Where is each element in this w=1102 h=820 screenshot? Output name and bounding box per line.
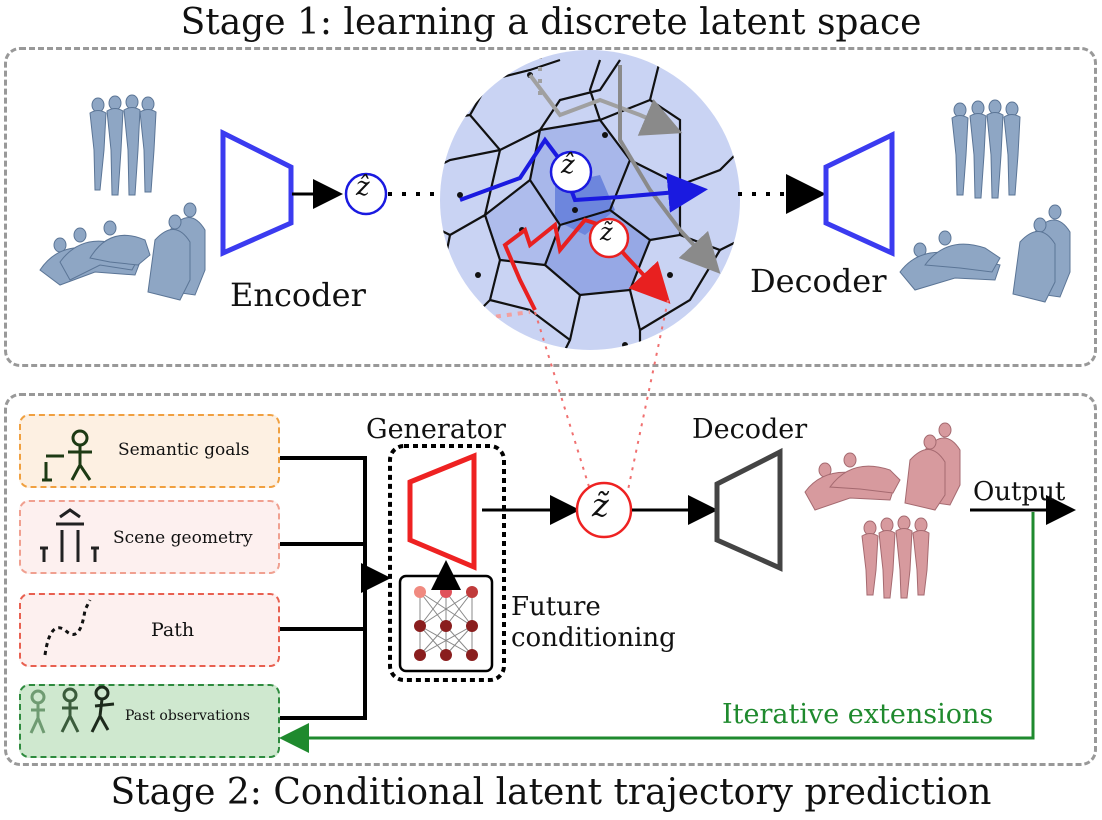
stage2-ztilde-symbol: z̃ bbox=[592, 486, 609, 524]
output-label: Output bbox=[973, 477, 1066, 507]
stage2-decoder-trapezoid bbox=[714, 447, 783, 572]
future-conditioning-line1: Future bbox=[511, 592, 601, 622]
path-box bbox=[19, 593, 280, 667]
stage2-decoder-label: Decoder bbox=[692, 414, 808, 445]
semantic-goals-box bbox=[19, 414, 280, 488]
stage2-title: Stage 2: Conditional latent trajectory p… bbox=[110, 772, 992, 813]
walking-figures-top-left bbox=[89, 94, 157, 196]
codebook-zhat-node bbox=[549, 150, 593, 194]
codebook-voronoi-disk bbox=[440, 50, 740, 350]
stage1-decoder-label: Decoder bbox=[750, 262, 887, 300]
past-observations-label: Past observations bbox=[125, 708, 250, 724]
generator-label: Generator bbox=[366, 414, 506, 445]
output-pose-figures-stage1 bbox=[899, 99, 1071, 303]
input-pose-figures bbox=[39, 94, 206, 301]
codebook-zhat-symbol: ẑ bbox=[561, 150, 575, 180]
stage2-frame bbox=[4, 393, 1097, 766]
codebook-ztilde-symbol: z̃ bbox=[600, 218, 613, 246]
generator-container bbox=[388, 444, 506, 682]
scene-geometry-label: Scene geometry bbox=[113, 528, 253, 548]
stage2-ztilde-node bbox=[575, 481, 633, 539]
output-pose-figures-stage2 bbox=[804, 422, 961, 599]
path-label: Path bbox=[151, 619, 195, 641]
crawling-figures-bottom-left bbox=[39, 220, 151, 286]
stage1-title: Stage 1: learning a discrete latent spac… bbox=[180, 2, 922, 43]
semantic-goals-label: Semantic goals bbox=[118, 440, 250, 460]
crouching-figures-bottom-right bbox=[147, 202, 206, 301]
iterative-extensions-label: Iterative extensions bbox=[722, 699, 994, 730]
stage1-decoder-trapezoid bbox=[823, 131, 895, 257]
future-conditioning-network-icon bbox=[398, 574, 494, 673]
iterative-extension-arrow bbox=[279, 512, 1035, 753]
zhat-latent-node bbox=[344, 172, 388, 216]
encoder-trapezoid bbox=[220, 128, 294, 257]
encoder-label: Encoder bbox=[230, 276, 366, 314]
codebook-ztilde-node bbox=[588, 217, 630, 259]
zhat-symbol: ẑ bbox=[356, 172, 370, 202]
condition-connectors bbox=[278, 456, 367, 720]
future-conditioning-line2: conditioning bbox=[511, 623, 676, 653]
generator-trapezoid bbox=[407, 452, 477, 571]
codebook-to-ztilde-dotted-left bbox=[534, 311, 591, 491]
